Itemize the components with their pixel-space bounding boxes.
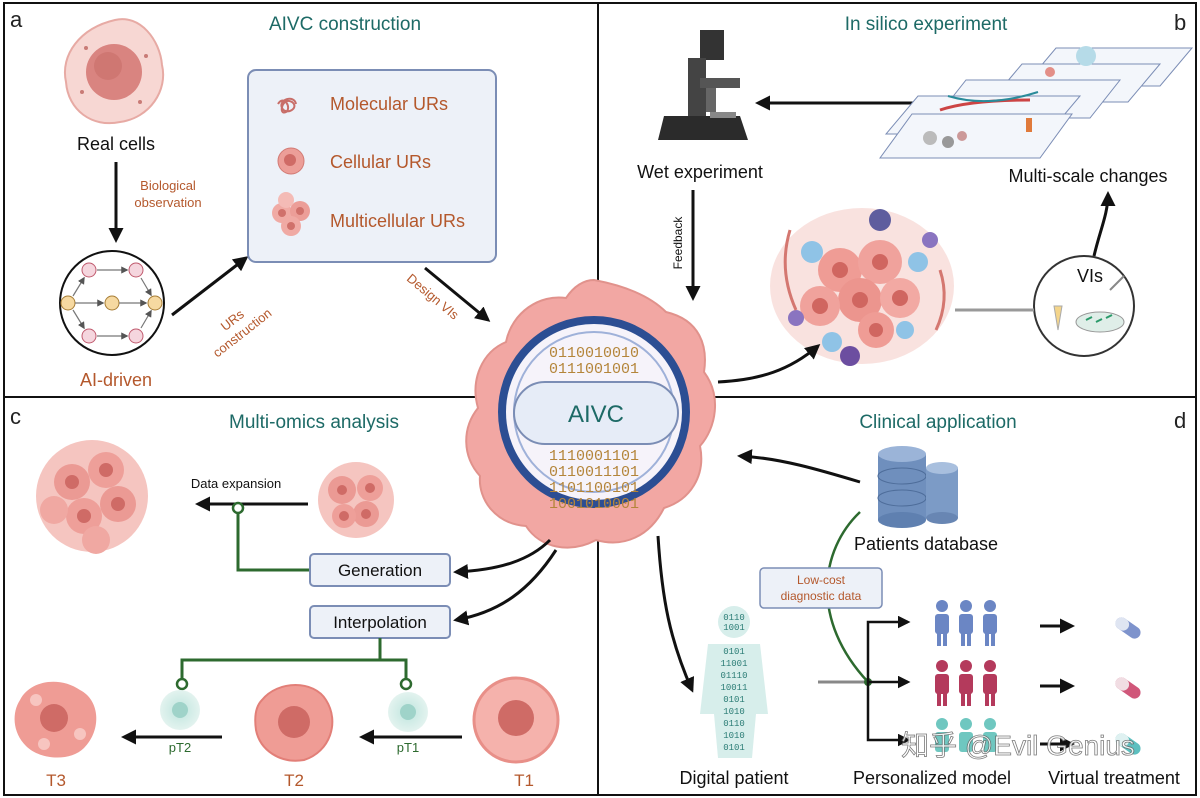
pt2-label: pT2 (169, 740, 191, 755)
arrow-aivc-to-interpolation (453, 549, 558, 626)
bio-observation-line1: Biological (140, 178, 196, 193)
virtual-treatment-label: Virtual treatment (1048, 768, 1180, 788)
digital-patient-figure: 0110 1001 0101 11001 01110 10011 0101 10… (700, 606, 768, 758)
multiscale-changes-label: Multi-scale changes (1008, 166, 1167, 186)
database-icon (877, 446, 958, 528)
low-cost-line2: diagnostic data (781, 589, 862, 603)
t2-label: T2 (284, 771, 304, 790)
generation-box: Generation (309, 553, 451, 587)
panel-d-letter: d (1174, 408, 1186, 433)
personalized-branch (818, 615, 911, 747)
ai-driven-label: AI-driven (80, 370, 152, 390)
low-cost-line1: Low-cost (797, 573, 846, 587)
interpolation-box: Interpolation (309, 605, 451, 639)
panel-c-letter: c (10, 404, 21, 429)
ur-item-cellular: Cellular URs (330, 152, 431, 172)
multiscale-stack-icon (879, 46, 1194, 159)
cellular-icon (277, 147, 305, 175)
binary-row-5: 1101100101 (549, 480, 639, 497)
patient-binary-9: 0110 (723, 719, 745, 729)
t1-label: T1 (514, 771, 534, 790)
t3-label: T3 (46, 771, 66, 790)
low-cost-box: Low-cost diagnostic data (759, 567, 883, 609)
binary-row-2: 0111001001 (549, 361, 639, 378)
arrow-ai-to-urs (171, 256, 249, 317)
feedback-label: Feedback (671, 216, 685, 270)
binary-row-6: 1001010001 (549, 496, 639, 513)
interpolation-connector (175, 638, 413, 691)
patient-binary-2: 1001 (723, 623, 745, 633)
aivc-label: AIVC (568, 401, 624, 428)
multicellular-icon (272, 192, 310, 236)
panel-frames (3, 2, 1197, 796)
generation-connector (231, 501, 310, 572)
t3-tumor-image (14, 681, 97, 758)
panel-b-letter: b (1174, 10, 1186, 35)
generation-label: Generation (338, 561, 422, 580)
small-tumor-image (318, 462, 394, 538)
molecular-icon (277, 97, 297, 114)
real-cell-image (63, 18, 165, 125)
tumor-microenvironment-illustration (770, 208, 954, 366)
patient-binary-11: 0101 (723, 743, 745, 753)
design-vis-label: Design VIs (404, 271, 462, 323)
ur-item-multicellular: Multicellular URs (330, 211, 465, 231)
patient-binary-4: 11001 (720, 659, 747, 669)
pt1-cell-image (388, 692, 428, 732)
patient-binary-8: 1010 (723, 707, 745, 717)
panel-a-letter: a (10, 7, 23, 32)
urs-box: Molecular URs Cellular URs Multicellular… (247, 69, 497, 263)
watermark: 知乎 @Evil Genius (901, 730, 1135, 761)
arrow-database-to-aivc (737, 449, 861, 484)
patient-group-teal (935, 718, 997, 752)
arrow-urs-to-aivc (424, 266, 491, 322)
vis-label: VIs (1077, 266, 1103, 286)
pt2-cell-image (160, 690, 200, 730)
pill-icon-teal (1115, 733, 1141, 755)
patient-group-red (935, 660, 997, 706)
microscope-icon (658, 30, 748, 140)
patient-binary-3: 0101 (723, 647, 745, 657)
interpolation-label: Interpolation (333, 613, 427, 632)
patient-group-blue (935, 600, 997, 646)
t2-tumor-image (254, 684, 334, 762)
patients-database-label: Patients database (854, 534, 998, 554)
binary-row-4: 0110011101 (549, 464, 639, 481)
ur-item-molecular: Molecular URs (330, 94, 448, 114)
arrow-aivc-to-tumor (717, 344, 821, 384)
panel-b-title: In silico experiment (845, 14, 1008, 35)
pill-icon-red (1115, 677, 1141, 699)
panel-c-title: Multi-omics analysis (229, 412, 399, 433)
aivc-cell: 0110010010 0111001001 1110001101 0110011… (465, 278, 716, 549)
patient-binary-6: 10011 (720, 683, 747, 693)
pt1-label: pT1 (397, 740, 419, 755)
binary-row-1: 0110010010 (549, 345, 639, 362)
personalized-model-label: Personalized model (853, 768, 1011, 788)
panel-a-title: AIVC construction (269, 14, 421, 35)
ai-network-icon (59, 250, 165, 356)
patient-binary-7: 0101 (723, 695, 745, 705)
arrow-aivc-to-generation (453, 538, 552, 579)
real-cells-label: Real cells (77, 134, 155, 154)
binary-fill: 0110010010 0111001001 1110001101 0110011… (549, 345, 639, 513)
bio-observation-line2: observation (134, 195, 201, 210)
wet-experiment-label: Wet experiment (637, 162, 763, 182)
data-expansion-label: Data expansion (191, 476, 281, 491)
patient-binary-1: 0110 (723, 613, 745, 623)
arrow-aivc-to-patient (656, 535, 695, 693)
binary-row-3: 1110001101 (549, 448, 639, 465)
patient-binary-5: 01110 (720, 671, 747, 681)
arrow-vis-to-changes (1092, 191, 1116, 257)
vis-tools-icon (1033, 255, 1135, 357)
pill-icon-blue (1115, 617, 1141, 639)
digital-patient-label: Digital patient (679, 768, 788, 788)
patient-binary-10: 1010 (723, 731, 745, 741)
panel-d-title: Clinical application (859, 412, 1016, 433)
large-tumor-image (36, 440, 148, 554)
t1-tumor-image (472, 676, 560, 764)
